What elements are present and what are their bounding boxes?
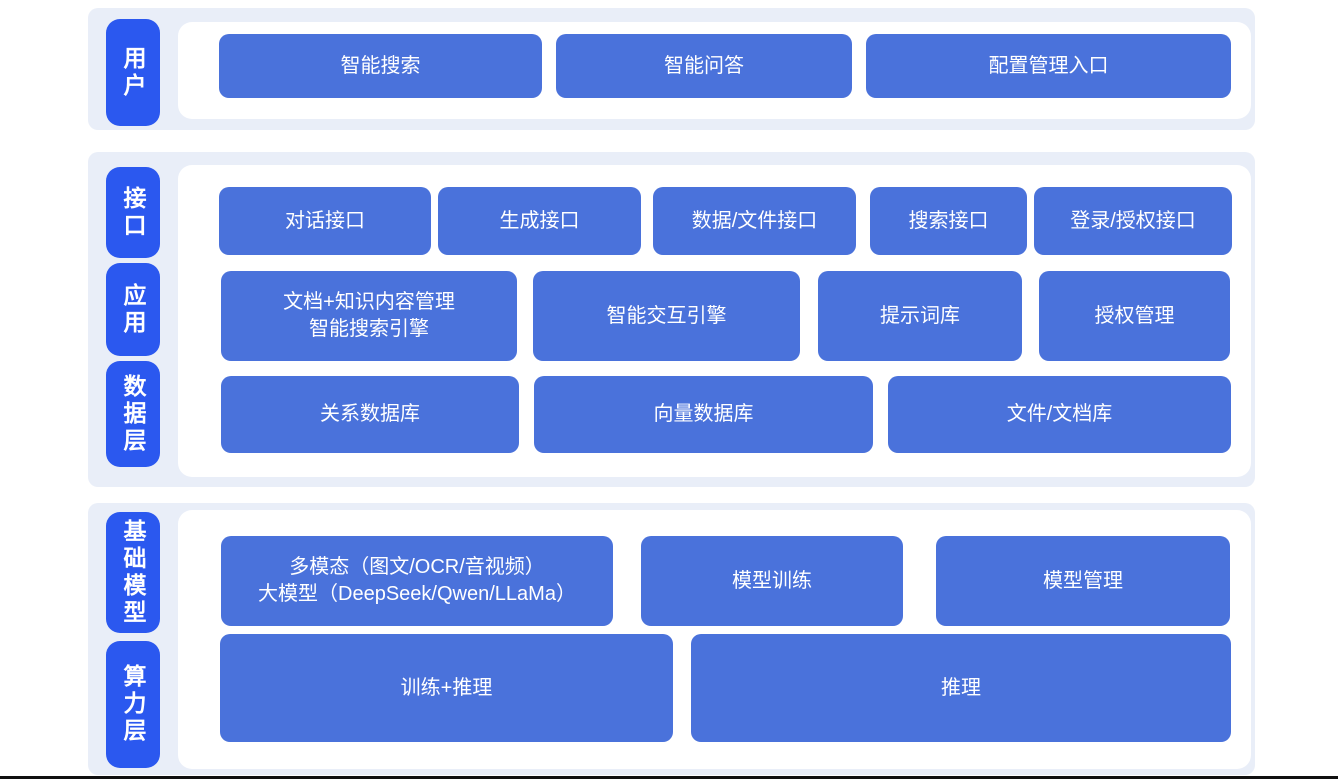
block-multimodal-llm: 多模态（图文/OCR/音视频） 大模型（DeepSeek/Qwen/LLaMa） [221, 536, 613, 626]
block-model-training: 模型训练 [641, 536, 903, 626]
block-model-management: 模型管理 [936, 536, 1230, 626]
bottom-divider-line [0, 776, 1338, 779]
block-inference: 推理 [691, 634, 1231, 742]
block-multimodal-llm-line2: 大模型（DeepSeek/Qwen/LLaMa） [258, 583, 576, 605]
block-config-management-entry: 配置管理入口 [866, 34, 1231, 98]
block-vector-db: 向量数据库 [534, 376, 873, 453]
block-training-inference: 训练+推理 [220, 634, 673, 742]
layer-label-data: 数据层 [106, 361, 160, 467]
block-data-file-api: 数据/文件接口 [653, 187, 856, 255]
block-doc-knowledge-search-engine-line1: 文档+知识内容管理 [283, 291, 455, 313]
layer-label-interface: 接口 [106, 167, 160, 258]
block-dialog-api: 对话接口 [219, 187, 431, 255]
block-search-api: 搜索接口 [870, 187, 1027, 255]
block-multimodal-llm-line1: 多模态（图文/OCR/音视频） [289, 556, 545, 578]
block-smart-qa: 智能问答 [556, 34, 852, 98]
block-file-doc-db: 文件/文档库 [888, 376, 1231, 453]
block-interactive-engine: 智能交互引擎 [533, 271, 800, 361]
block-doc-knowledge-search-engine-line2: 智能搜索引擎 [309, 318, 429, 340]
block-smart-search: 智能搜索 [219, 34, 542, 98]
block-prompt-library: 提示词库 [818, 271, 1022, 361]
layer-label-user: 用户 [106, 19, 160, 126]
block-relational-db: 关系数据库 [221, 376, 519, 453]
block-generate-api: 生成接口 [438, 187, 641, 255]
layer-label-compute: 算力层 [106, 641, 160, 768]
block-doc-knowledge-search-engine: 文档+知识内容管理 智能搜索引擎 [221, 271, 517, 361]
block-auth-management: 授权管理 [1039, 271, 1230, 361]
block-login-auth-api: 登录/授权接口 [1034, 187, 1232, 255]
layer-label-application: 应用 [106, 263, 160, 356]
layer-label-foundation-model: 基础模型 [106, 512, 160, 633]
